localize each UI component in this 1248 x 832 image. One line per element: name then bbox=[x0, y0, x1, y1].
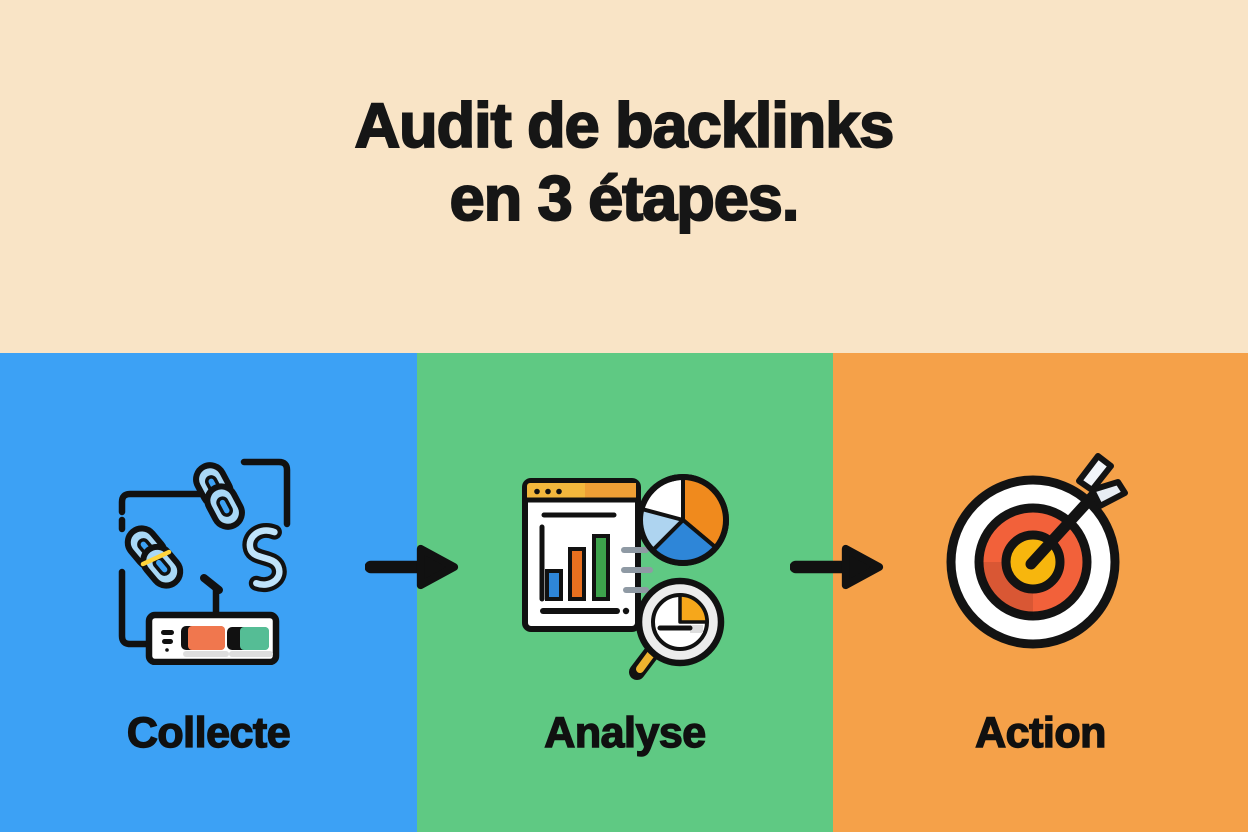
step-label-action: Action bbox=[974, 708, 1107, 757]
arrow-right-icon bbox=[790, 544, 884, 590]
step-column-analyse: Analyse bbox=[417, 353, 833, 832]
step-label-collecte: Collecte bbox=[126, 708, 291, 757]
page-title-line1: Audit de backlinks bbox=[354, 90, 896, 162]
steps-row: Collecte bbox=[0, 353, 1248, 832]
backlinks-collector-icon bbox=[118, 458, 290, 665]
page-title-line2: en 3 étapes. bbox=[449, 163, 801, 235]
step-column-action: Action bbox=[833, 353, 1248, 832]
analytics-report-magnifier-icon bbox=[521, 474, 729, 680]
hero-banner: Audit de backlinks en 3 étapes. bbox=[0, 0, 1248, 353]
arrow-right-icon bbox=[365, 544, 459, 590]
step-label-analyse: Analyse bbox=[544, 708, 707, 757]
step-column-collecte: Collecte bbox=[0, 353, 417, 832]
target-arrow-icon bbox=[946, 453, 1128, 649]
